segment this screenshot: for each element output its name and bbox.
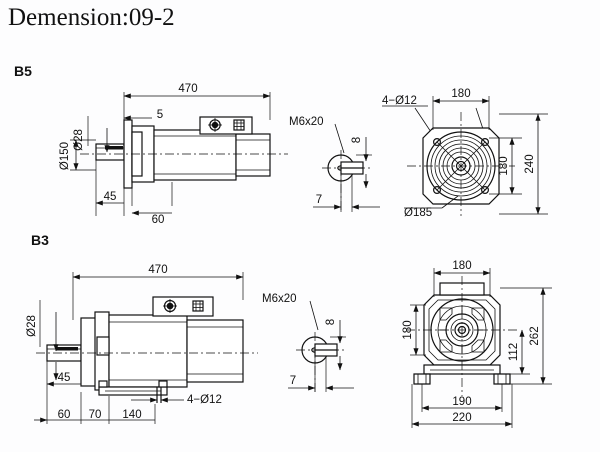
dim-d28-b3: Ø28 bbox=[26, 315, 38, 337]
dim-190-b3: 190 bbox=[452, 396, 471, 408]
dim-d185-b5: Ø185 bbox=[404, 207, 432, 219]
dim-7-b5: 7 bbox=[316, 194, 322, 206]
b5-front-view: 4−Ø12 bbox=[382, 88, 548, 219]
dim-180v-b3: 180 bbox=[402, 320, 414, 339]
callout-m6x20-b5: M6x20 bbox=[289, 116, 324, 128]
dim-180h-b3: 180 bbox=[452, 260, 471, 272]
dim-45-b5: 45 bbox=[104, 191, 117, 203]
dim-470-b3: 470 bbox=[148, 264, 167, 276]
callout-4xd12-b3: 4−Ø12 bbox=[187, 394, 222, 406]
dim-45-b3: 45 bbox=[58, 372, 71, 384]
page-title: Demension:09-2 bbox=[8, 4, 175, 31]
dim-112-b3: 112 bbox=[508, 343, 520, 361]
view-label-b5: B5 bbox=[14, 63, 32, 79]
b5-detail-view: M6x20 8 7 bbox=[289, 116, 380, 212]
dim-180v-b5: 180 bbox=[498, 156, 510, 175]
terminal-connector-a bbox=[208, 118, 222, 132]
dim-d150-b5: Ø150 bbox=[59, 142, 71, 170]
bolt-hole-pattern-b5 bbox=[433, 138, 490, 195]
dim-5-b5: 5 bbox=[157, 109, 163, 121]
terminal-connector-b-b3 bbox=[192, 300, 204, 312]
dim-8-b5: 8 bbox=[351, 137, 363, 143]
dim-60-b5: 60 bbox=[152, 214, 165, 226]
view-label-b3: B3 bbox=[31, 232, 49, 248]
dim-180h-b5: 180 bbox=[451, 88, 470, 100]
dim-70-b3: 70 bbox=[89, 409, 102, 421]
dim-140-b3: 140 bbox=[122, 409, 141, 421]
callout-4xd12-b5: 4−Ø12 bbox=[382, 95, 417, 107]
b5-side-view: 470 5 bbox=[59, 83, 288, 226]
dim-60-b3: 60 bbox=[58, 409, 71, 421]
dim-220-b3: 220 bbox=[452, 412, 471, 424]
callout-m6x20-b3: M6x20 bbox=[262, 293, 297, 305]
dim-470-b5: 470 bbox=[178, 83, 197, 95]
dim-7-b3: 7 bbox=[290, 375, 296, 387]
b3-side-view: 470 bbox=[26, 264, 258, 424]
terminal-connector-a-b3 bbox=[163, 299, 177, 313]
b3-front-view: 180 180 112 262 190 220 bbox=[402, 260, 552, 428]
b3-detail-view: M6x20 8 7 bbox=[262, 293, 354, 392]
dim-240-b5: 240 bbox=[524, 154, 536, 173]
dim-262-b3: 262 bbox=[529, 326, 541, 345]
dim-8-b3: 8 bbox=[325, 319, 337, 325]
terminal-connector-b bbox=[233, 119, 245, 131]
